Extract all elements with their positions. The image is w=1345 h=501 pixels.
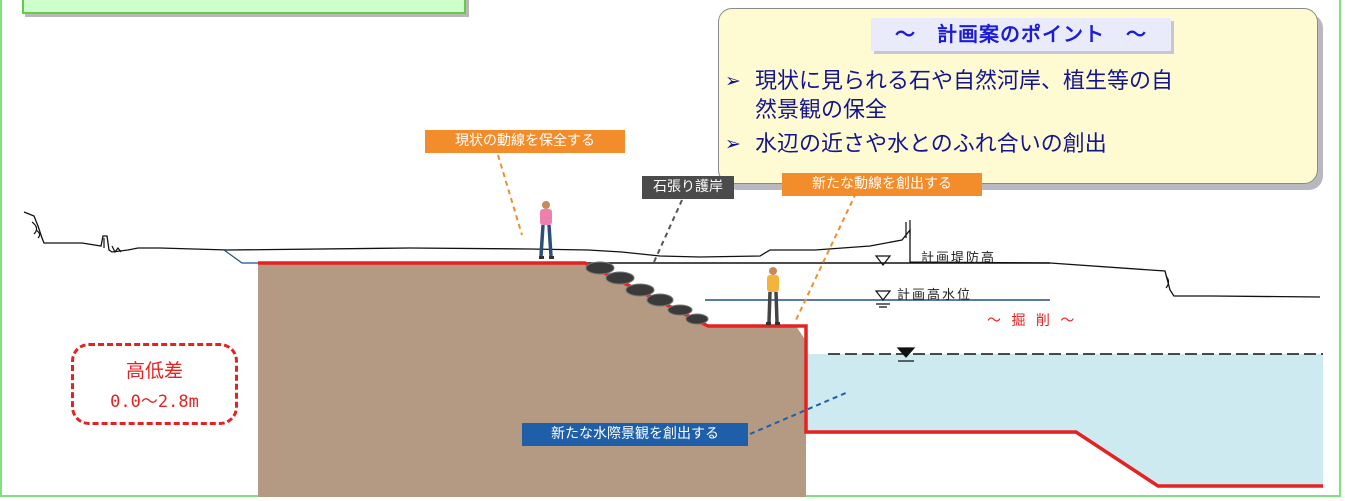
- height-difference-box: 高低差 0.0～2.8m: [71, 343, 238, 425]
- levee-level-marker: [874, 255, 892, 266]
- callout-waterside: 新たな水際景観を創出する: [522, 423, 748, 446]
- plan-point-1-line-1: 現状に見られる石や自然河岸、植生等の自: [755, 69, 1174, 94]
- high-water-level-label: 計画高水位: [897, 288, 973, 303]
- height-difference-title: 高低差: [125, 360, 183, 382]
- bullet-arrow-icon: ➢: [725, 133, 741, 155]
- normal-water-marker: [896, 347, 916, 362]
- plan-point-1-line-2: 然景観の保全: [755, 98, 888, 123]
- callout-stone-revetment: 石張り護岸: [642, 176, 734, 199]
- excavation-label: ～ 掘 削 ～: [987, 313, 1078, 329]
- plan-point-1: ➢ 現状に見られる石や自然河岸、植生等の自 然景観の保全: [725, 67, 1174, 125]
- bullet-arrow-icon: ➢: [725, 70, 741, 92]
- leader-stone-revetment: [653, 199, 683, 263]
- existing-ground-line: [23, 211, 1321, 298]
- left-slope-blue: [223, 249, 258, 264]
- title-box: [22, 0, 466, 14]
- height-difference-value: 0.0～2.8m: [110, 392, 199, 412]
- callout-new-path: 新たな動線を創出する: [782, 173, 982, 196]
- plan-point-2-line-1: 水辺の近さや水とのふれ合いの創出: [755, 132, 1107, 157]
- leader-preserve-path: [497, 154, 523, 236]
- person-walking-lower: [766, 267, 780, 325]
- bank-detail-right: [905, 220, 1170, 289]
- plan-points-title: ～ 計画案のポイント ～: [871, 18, 1171, 51]
- person-walking-upper: [539, 201, 554, 259]
- plan-point-2: ➢ 水辺の近さや水とのふれ合いの創出: [725, 130, 1107, 159]
- leader-new-path: [794, 192, 857, 323]
- bank-detail-left: [31, 221, 122, 254]
- high-water-marker: [874, 290, 892, 308]
- callout-preserve-path: 現状の動線を保全する: [425, 130, 625, 153]
- water-area: [806, 354, 1323, 486]
- stone-revetment: [585, 261, 709, 325]
- plan-points-box: ～ 計画案のポイント ～ ➢ 現状に見られる石や自然河岸、植生等の自 然景観の保…: [718, 8, 1318, 184]
- levee-height-label: 計画堤防高: [921, 251, 997, 266]
- ground-section: [258, 263, 806, 497]
